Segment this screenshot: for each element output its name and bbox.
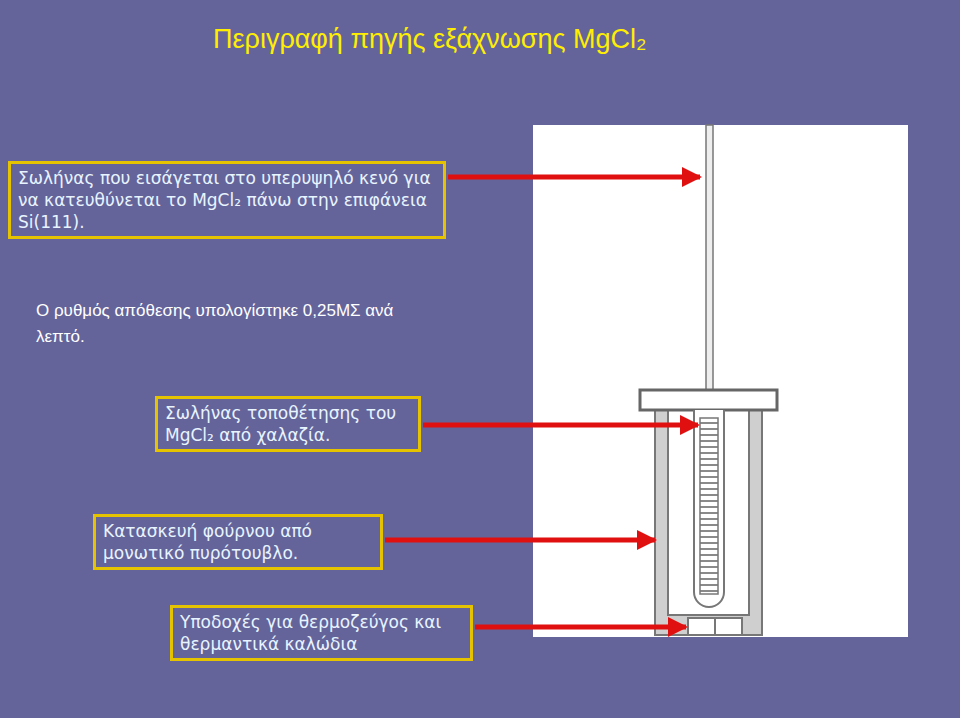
leader-arrow xyxy=(385,538,655,543)
flange xyxy=(640,390,777,410)
leader-arrow xyxy=(423,423,698,428)
oven-body xyxy=(655,410,762,635)
callout-box: Σωλήνας που εισάγεται στο υπερυψηλό κενό… xyxy=(8,161,446,239)
callout-box: Σωλήνας τοποθέτησης του MgCl₂ από χαλαζί… xyxy=(155,396,421,452)
feed-tube xyxy=(706,125,713,397)
slide-title: Περιγραφή πηγής εξάχνωσης MgCl₂ xyxy=(213,24,647,55)
callout-box: Κατασκευή φούρνου από μονωτικό πυρότουβλ… xyxy=(93,514,383,570)
receptacle xyxy=(688,618,742,635)
receptacle-divider xyxy=(714,618,716,635)
leader-arrow xyxy=(448,175,700,180)
callout-text: Σωλήνας που εισάγεται στο υπερυψηλό κενό… xyxy=(18,167,436,233)
mgcl2-charge xyxy=(700,418,718,594)
callout-text: Υποδοχές για θερμοζεύγος και θερμαντικά … xyxy=(180,611,463,655)
quartz-tube xyxy=(694,410,724,607)
callout-box: Υποδοχές για θερμοζεύγος και θερμαντικά … xyxy=(170,605,473,661)
leader-arrow xyxy=(475,625,686,630)
picture-panel xyxy=(533,125,908,637)
callout-text: Κατασκευή φούρνου από μονωτικό πυρότουβλ… xyxy=(103,520,373,564)
note-text: Ο ρυθμός απόθεσης υπολογίστηκε 0,25ΜΣ αν… xyxy=(36,298,436,351)
oven-cavity xyxy=(668,410,749,615)
callout-text: Σωλήνας τοποθέτησης του MgCl₂ από χαλαζί… xyxy=(165,402,411,446)
